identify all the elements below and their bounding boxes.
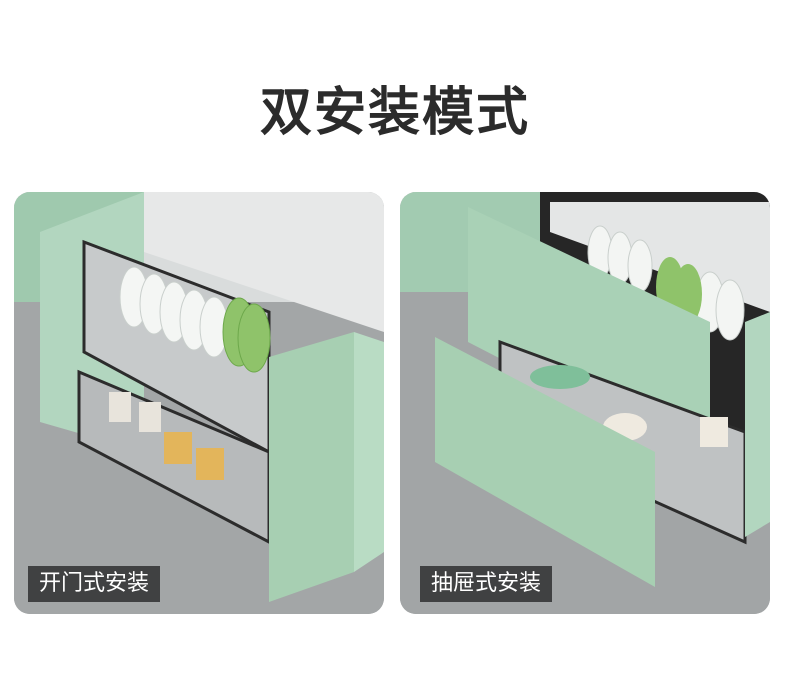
- door-install-illustration: [14, 192, 384, 614]
- drawer-install-photo: 抽屉式安装: [400, 192, 770, 614]
- door-install-photo: 开门式安装: [14, 192, 384, 614]
- door-install-label: 开门式安装: [28, 566, 161, 602]
- drawer-install-label: 抽屉式安装: [420, 566, 553, 602]
- drawer-install-illustration: [400, 192, 770, 614]
- page-title: 双安装模式: [259, 83, 530, 143]
